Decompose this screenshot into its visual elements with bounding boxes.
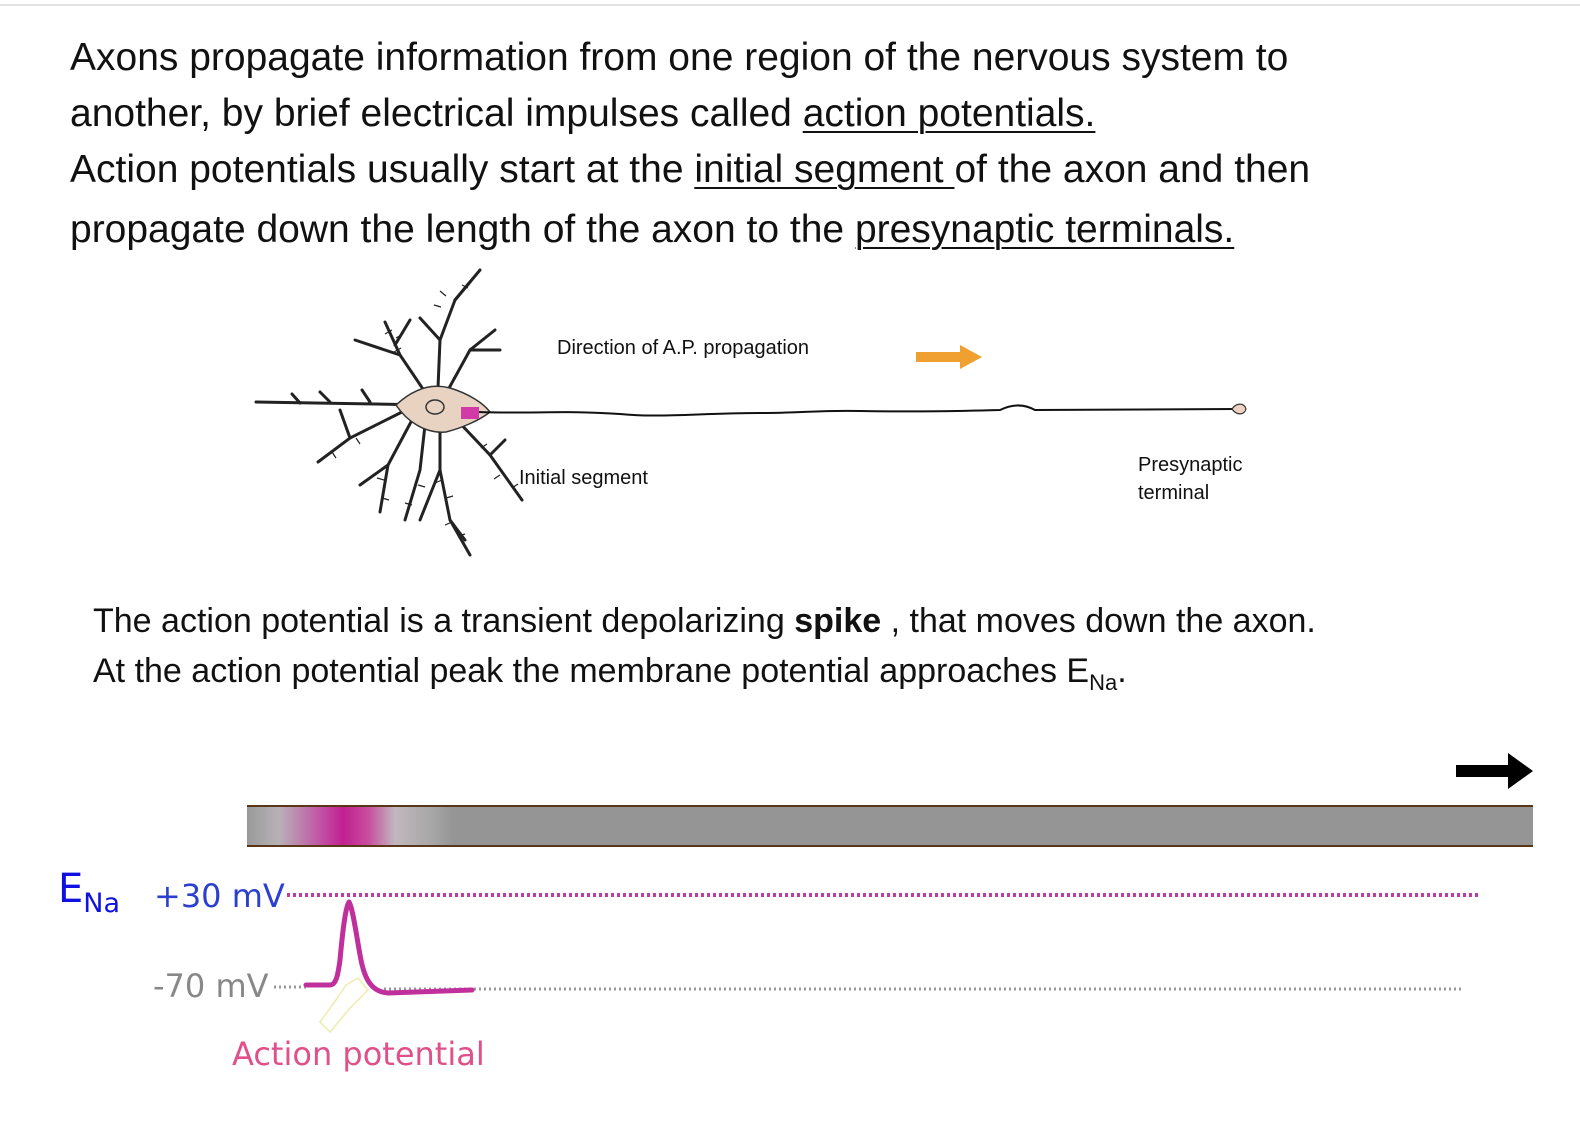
direction-label: Direction of A.P. propagation <box>557 337 809 359</box>
presynaptic-label-line-1: Presynaptic <box>1138 454 1243 476</box>
intro-line-4: propagate down the length of the axon to… <box>70 202 1550 258</box>
top-level-label: +30 mV <box>154 877 285 915</box>
action-potential-shadow <box>319 977 370 1034</box>
intro-line-3: Action potentials usually start at the i… <box>70 142 1550 198</box>
initial-segment-marker <box>461 407 479 419</box>
spike-line-2-end: . <box>1117 652 1127 690</box>
nucleus <box>425 399 445 415</box>
direction-arrow-icon <box>1456 753 1533 789</box>
intro-paragraph: Axons propagate information from one reg… <box>70 30 1550 258</box>
ena-label: ENa <box>58 866 120 919</box>
intro-line-2: another, by brief electrical impulses ca… <box>70 86 1550 142</box>
top-divider <box>0 4 1580 6</box>
spike-line-1-text: The action potential is a transient depo… <box>93 602 795 640</box>
action-potential-trace <box>303 899 475 996</box>
spike-keyword: spike <box>794 602 882 640</box>
rest-level-label: -70 mV <box>153 967 269 1005</box>
spike-line-1: The action potential is a transient depo… <box>93 596 1553 646</box>
axon-bar-fill <box>247 806 1533 846</box>
ena-subscript: Na <box>83 888 120 919</box>
axon-bar <box>247 805 1533 847</box>
spike-line-2-text: At the action potential peak the membran… <box>93 652 1090 690</box>
ena-text-subscript: Na <box>1089 670 1118 695</box>
spike-line-1-end: , that moves down the axon. <box>881 602 1316 640</box>
intro-line-3-end: of the axon and then <box>954 148 1311 191</box>
link-initial-segment: initial segment <box>694 148 955 191</box>
spike-paragraph: The action potential is a transient depo… <box>93 596 1553 696</box>
presynaptic-label-line-2: terminal <box>1138 482 1209 504</box>
axon <box>477 404 1237 417</box>
intro-line-3-text: Action potentials usually start at the <box>70 148 695 191</box>
intro-line-2-text: another, by brief electrical impulses ca… <box>70 92 803 135</box>
spike-line-2: At the action potential peak the membran… <box>93 646 1553 696</box>
propagation-arrow-icon <box>916 345 982 369</box>
intro-line-4-text: propagate down the length of the axon to… <box>70 208 855 251</box>
presynaptic-terminal-bulb <box>1231 403 1247 415</box>
ena-letter: E <box>58 866 83 912</box>
link-action-potentials: action potentials. <box>802 92 1096 135</box>
neuron-drawing <box>254 268 1247 557</box>
action-potential-label: Action potential <box>232 1035 485 1073</box>
link-presynaptic-terminals: presynaptic terminals. <box>854 208 1235 251</box>
intro-line-1: Axons propagate information from one reg… <box>70 36 1289 79</box>
initial-segment-label: Initial segment <box>519 467 648 489</box>
dendrite-spines <box>331 284 519 537</box>
